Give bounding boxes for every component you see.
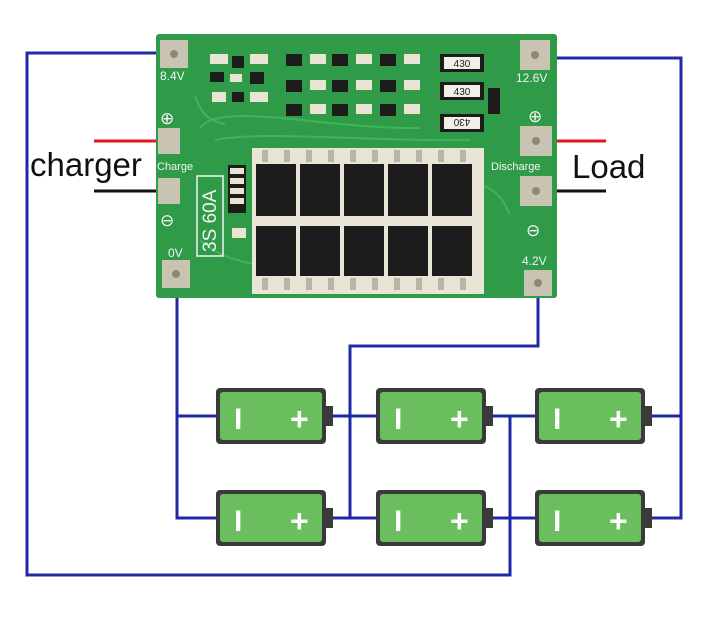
battery-minus-terminal: I [234,505,242,538]
battery-minus-terminal: I [553,505,561,538]
battery-plus-terminal: + [609,401,628,437]
battery-plus-terminal: + [450,503,469,539]
wire-4v2 [348,283,540,518]
wire-8v4 [25,51,512,577]
resistor-1-code: 430 [454,59,471,70]
pad-charge-negative [158,178,180,204]
wire-12v6 [534,56,683,520]
battery-plus-terminal: + [290,401,309,437]
discharge-plus-symbol: ⊕ [528,107,542,126]
charger-label: charger [30,146,142,183]
pcb-traces [194,95,511,266]
board-model-label: 3S 60A [200,189,221,252]
label-discharge: Discharge [491,161,541,173]
battery-pack: I + I + I + I + I + [216,388,652,546]
label-0v: 0V [168,246,183,260]
label-12v6: 12.6V [516,71,547,85]
charge-plus-symbol: ⊕ [160,109,174,128]
discharge-minus-symbol: ⊖ [526,221,540,240]
battery-cell: I + [376,388,493,444]
charge-minus-symbol: ⊖ [160,211,174,230]
battery-cell: I + [535,490,652,546]
label-4v2: 4.2V [522,254,547,268]
wiring [25,51,683,577]
battery-plus-terminal: + [450,401,469,437]
battery-minus-terminal: I [394,505,402,538]
battery-cell: I + [376,490,493,546]
battery-minus-terminal: I [234,403,242,436]
label-8v4: 8.4V [160,69,185,83]
pads [158,40,552,296]
battery-cell: I + [216,490,333,546]
sense-resistors: 430 430 430 [440,54,484,132]
resistor-3-code: 430 [453,116,470,127]
battery-cell: I + [535,388,652,444]
smd-components [210,54,500,238]
mosfet-array [252,148,484,294]
label-charge: Charge [157,161,193,173]
battery-minus-terminal: I [553,403,561,436]
wire-0v [175,275,216,520]
battery-cell: I + [216,388,333,444]
battery-plus-terminal: + [290,503,309,539]
bms-board: 430 430 430 [156,34,557,298]
battery-minus-terminal: I [394,403,402,436]
model-label-box [196,175,224,257]
pad-charge-positive [158,128,180,154]
battery-plus-terminal: + [609,503,628,539]
load-label: Load [572,148,646,185]
resistor-2-code: 430 [454,87,471,98]
